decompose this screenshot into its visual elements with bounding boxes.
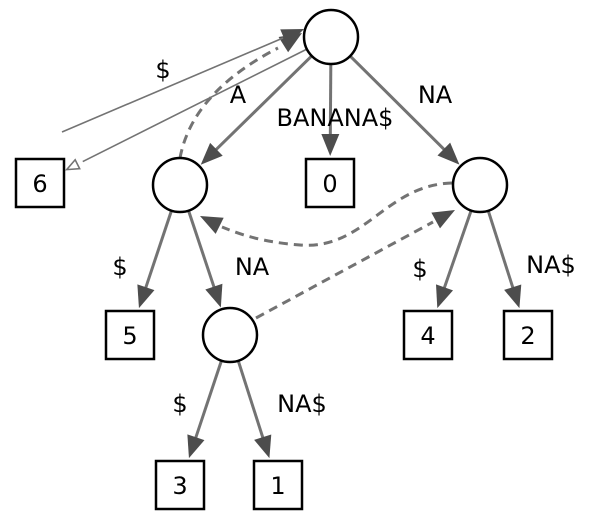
leaf-node-4 [402, 309, 454, 361]
internal-node-root [302, 8, 360, 66]
nodes-layer: 6 0 5 4 2 3 1 [14, 8, 554, 511]
edge-a-leaf5 [143, 210, 173, 292]
leaf-node-0 [304, 157, 356, 209]
edge-label-root-a: A [230, 81, 247, 109]
edge-label-a-ana: NA [235, 253, 270, 281]
edge-na-leaf2 [486, 210, 516, 292]
leaf-label-0: 0 [322, 170, 337, 198]
edge-label-ana-leaf1: NA$ [277, 390, 327, 418]
edge-label-ana-leaf3: $ [172, 390, 187, 418]
leaf-label-2: 2 [520, 322, 535, 350]
suffix-links-layer [61, 29, 455, 320]
edge-label-root-leaf6: $ [155, 56, 170, 84]
edge-arrowhead-ana-leaf1 [254, 434, 272, 459]
leaf-node-2 [502, 309, 554, 361]
suffix-link-arrowhead-na-a [200, 216, 224, 234]
leaf-label-3: 3 [172, 472, 187, 500]
edge-label-root-leaf0: BANANA$ [277, 104, 394, 132]
internal-node-a [151, 156, 209, 214]
edge-na-leaf4 [441, 210, 473, 292]
edge-ana-leaf1 [236, 360, 266, 442]
suffix-link-arrowhead-leaf6-root [280, 29, 304, 46]
leaf-node-1 [252, 459, 304, 511]
internal-node-ana [201, 306, 259, 364]
edge-root-a [212, 54, 313, 154]
suffix-link-arrowhead-ana-na [431, 210, 455, 229]
leaf-label-5: 5 [122, 322, 137, 350]
edge-label-root-na: NA [418, 81, 453, 109]
suffix-link-leaf6-root [61, 37, 284, 133]
leaf-label-1: 1 [270, 472, 285, 500]
edge-arrowhead-na-leaf2 [504, 284, 522, 309]
edge-root-na [349, 54, 448, 153]
edge-arrowhead-a-leaf5 [137, 284, 155, 309]
internal-node-na [451, 156, 509, 214]
edge-arrowhead-root-a [200, 142, 223, 165]
edges-layer [64, 48, 522, 459]
leaf-label-4: 4 [420, 322, 435, 350]
leaf-node-6 [14, 157, 66, 209]
edge-arrowhead-root-leaf0 [321, 133, 340, 157]
edge-root-leaf6 [82, 48, 308, 163]
edge-root-leaf0 [328, 63, 333, 139]
edge-label-a-leaf5: $ [112, 253, 127, 281]
edge-ana-leaf3 [193, 360, 223, 442]
edge-label-na-leaf4: $ [412, 255, 427, 283]
leaf-label-6: 6 [32, 170, 47, 198]
leaf-node-5 [104, 309, 156, 361]
edge-a-ana [187, 210, 217, 291]
edge-arrowhead-a-ana [205, 283, 223, 308]
edge-arrowhead-ana-leaf3 [187, 434, 205, 459]
edge-arrowhead-root-na [437, 142, 460, 165]
edge-label-na-leaf2: NA$ [526, 251, 576, 279]
edge-arrowhead-root-leaf6 [64, 158, 81, 171]
leaf-node-3 [154, 459, 206, 511]
suffix-link-na-a [221, 181, 453, 247]
suffix-link-ana-na [255, 220, 434, 320]
edge-arrowhead-na-leaf4 [436, 284, 454, 309]
suffix-link-a-root [178, 46, 279, 159]
